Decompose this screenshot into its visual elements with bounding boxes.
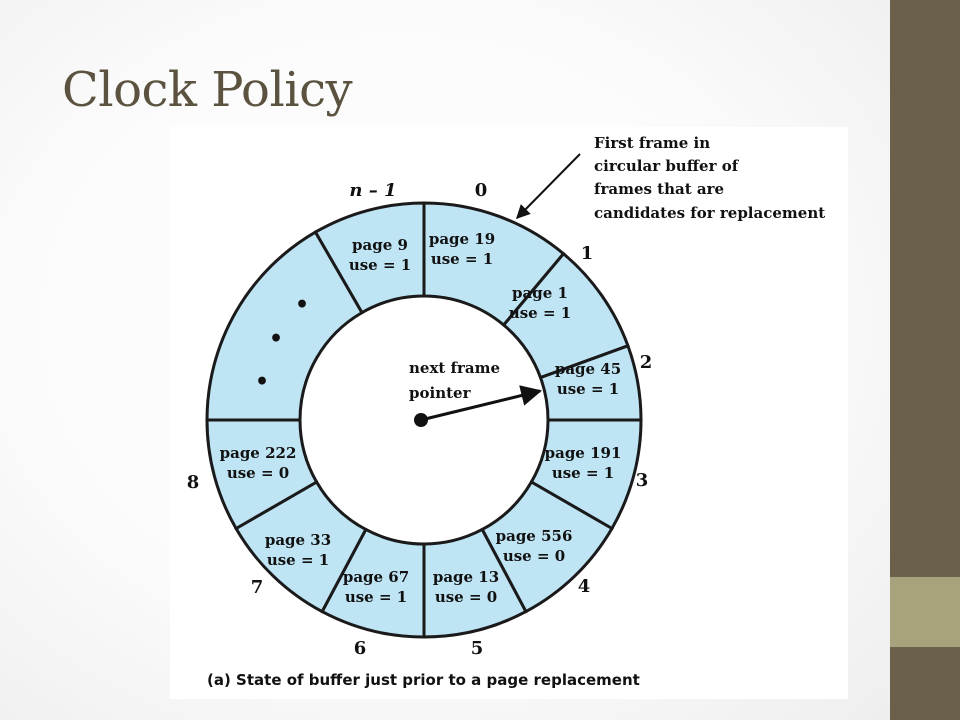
- segment-8-use-label: use = 0: [227, 464, 289, 482]
- index-6-label: 6: [354, 638, 367, 659]
- index-5-label: 5: [471, 638, 484, 659]
- segment-6-page-label: page 67: [343, 568, 409, 586]
- segment-3-use-label: use = 1: [552, 464, 614, 482]
- segment-0-use-label: use = 1: [431, 250, 493, 268]
- pointer-arrow: [420, 385, 543, 422]
- segment-1-use-label: use = 1: [509, 304, 571, 322]
- figure-caption: (a) State of buffer just prior to a page…: [207, 671, 640, 689]
- segment-3-page-label: page 191: [545, 444, 622, 462]
- pointer-label-line2: pointer: [409, 384, 472, 402]
- ring-segment-ellipsis: [205, 230, 365, 422]
- segment-6-use-label: use = 1: [345, 588, 407, 606]
- slide-side-accent: [890, 577, 960, 647]
- segment-4-use-label: use = 0: [503, 547, 565, 565]
- ring-segment-n-minus-1: [313, 201, 426, 315]
- index-0-label: 0: [475, 180, 488, 201]
- ellipsis-dot-1: •: [295, 292, 309, 318]
- segment-2-page-label: page 45: [555, 360, 621, 378]
- first-frame-annotation: First frame in circular buffer of frames…: [516, 134, 825, 222]
- annotation-line-3: frames that are: [594, 180, 724, 198]
- annotation-arrow: [516, 153, 581, 219]
- segment-8-page-label: page 222: [220, 444, 297, 462]
- ring-segments: [205, 201, 643, 639]
- segment-7-page-label: page 33: [265, 531, 331, 549]
- segment-7-use-label: use = 1: [267, 551, 329, 569]
- pointer-label-line1: next frame: [409, 359, 500, 377]
- ellipsis-dot-3: •: [255, 369, 269, 395]
- annotation-line-2: circular buffer of: [594, 157, 740, 175]
- index-4-label: 4: [578, 576, 591, 597]
- segment-5-use-label: use = 0: [435, 588, 497, 606]
- segment-n-page-label: page 9: [352, 236, 408, 254]
- segment-2-use-label: use = 1: [557, 380, 619, 398]
- index-labels: 0 1 2 3 4 5 6 7 8 n – 1: [187, 180, 653, 659]
- index-2-label: 2: [640, 352, 653, 373]
- segment-n-use-label: use = 1: [349, 256, 411, 274]
- index-7-label: 7: [251, 577, 264, 598]
- segment-4-page-label: page 556: [496, 527, 573, 545]
- index-3-label: 3: [636, 470, 649, 491]
- index-1-label: 1: [581, 243, 594, 264]
- next-frame-pointer: next frame pointer: [409, 359, 543, 427]
- ellipsis-dots: • • •: [255, 292, 309, 395]
- index-n-minus-1-label: n – 1: [349, 180, 396, 201]
- segment-1-page-label: page 1: [512, 284, 568, 302]
- index-8-label: 8: [187, 472, 200, 493]
- annotation-line-1: First frame in: [594, 134, 710, 152]
- ellipsis-dot-2: •: [269, 326, 283, 352]
- segment-0-page-label: page 19: [429, 230, 495, 248]
- segment-5-page-label: page 13: [433, 568, 499, 586]
- segment-labels: page 19 use = 1 page 1 use = 1 page 45 u…: [220, 230, 622, 606]
- slide-title: Clock Policy: [62, 62, 353, 118]
- annotation-line-4: candidates for replacement: [594, 204, 825, 222]
